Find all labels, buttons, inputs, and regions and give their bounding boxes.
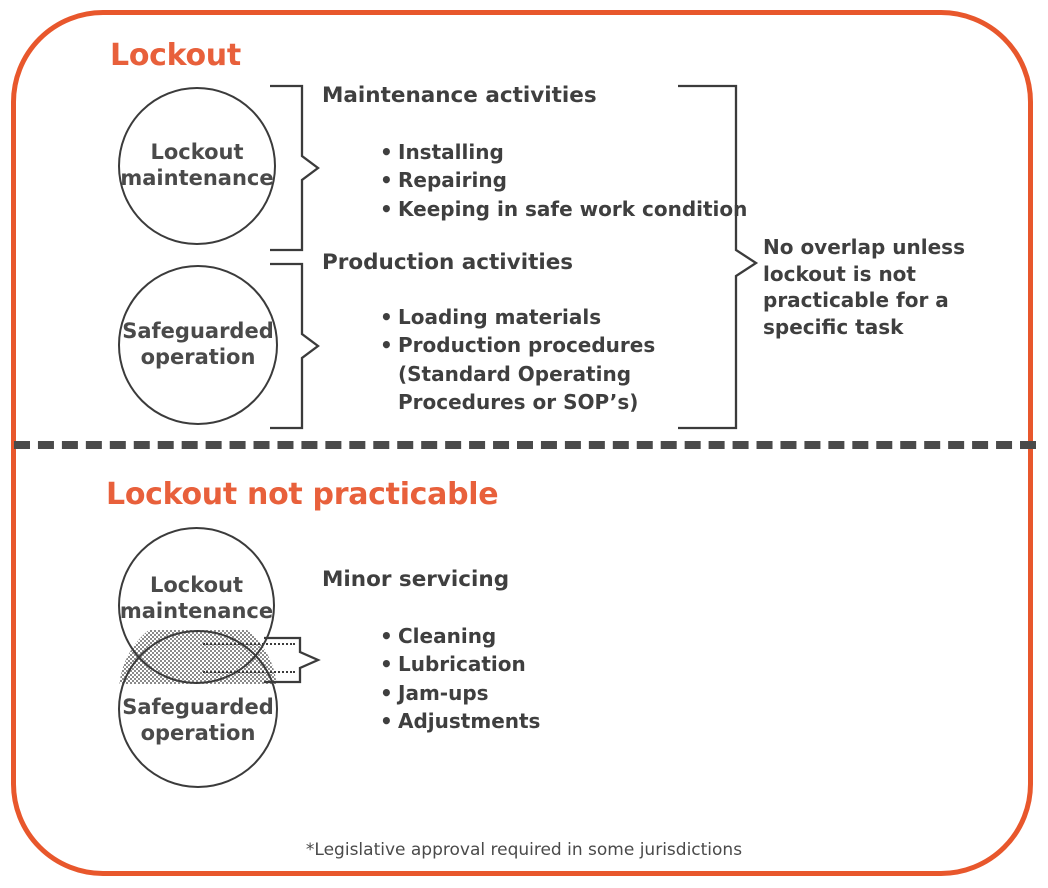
bracket-production-icon <box>270 262 320 430</box>
list-item: Keeping in safe work condition <box>378 195 747 224</box>
list-item: Loading materials <box>378 303 655 332</box>
circle-label-line2: maintenance <box>120 166 274 190</box>
list-item: Installing <box>378 138 747 167</box>
circle-label-line2: maintenance <box>119 598 274 623</box>
minor-servicing-title: Minor servicing <box>322 567 510 592</box>
circle-lockout-maintenance-top: Lockout maintenance <box>118 87 276 245</box>
bracket-no-overlap-icon <box>678 84 759 430</box>
circle-label-line1: Safeguarded <box>122 319 274 344</box>
dotted-connector-top <box>203 643 295 645</box>
maintenance-activities-list: Installing Repairing Keeping in safe wor… <box>378 138 747 224</box>
no-overlap-note: No overlap unless lockout is not practic… <box>763 235 965 339</box>
dotted-connector-bottom <box>203 671 295 673</box>
circle-label-line1: Lockout <box>150 140 244 165</box>
minor-servicing-list: Cleaning Lubrication Jam-ups Adjustments <box>378 622 540 736</box>
production-activities-title: Production activities <box>322 250 574 275</box>
circle-label-line2: operation <box>140 345 256 369</box>
circle-label-line2: operation <box>140 721 256 745</box>
bracket-maintenance-icon <box>270 84 320 252</box>
list-item: Repairing <box>378 166 747 195</box>
production-activities-list: Loading materials Production procedures … <box>378 303 655 417</box>
maintenance-activities-title: Maintenance activities <box>322 83 597 108</box>
list-item: Cleaning <box>378 622 540 651</box>
section-heading-lockout-not-practicable: Lockout not practicable <box>106 477 499 512</box>
circle-label-line1: Safeguarded <box>122 695 274 720</box>
circle-safeguarded-operation-top: Safeguarded operation <box>118 265 278 425</box>
list-item: Production procedures (Standard Operatin… <box>378 331 655 416</box>
list-item: Lubrication <box>378 650 540 679</box>
list-item: Jam-ups <box>378 679 540 708</box>
circle-lockout-maintenance-bottom: Lockout maintenance <box>118 527 275 684</box>
list-item: Adjustments <box>378 707 540 736</box>
footnote-text: *Legislative approval required in some j… <box>305 840 743 860</box>
bracket-minor-servicing-icon <box>264 636 321 684</box>
circle-label-line1: Lockout <box>149 572 244 597</box>
circle-safeguarded-operation-bottom: Safeguarded operation <box>118 630 278 788</box>
section-heading-lockout: Lockout <box>110 38 241 73</box>
section-divider <box>14 441 1036 449</box>
